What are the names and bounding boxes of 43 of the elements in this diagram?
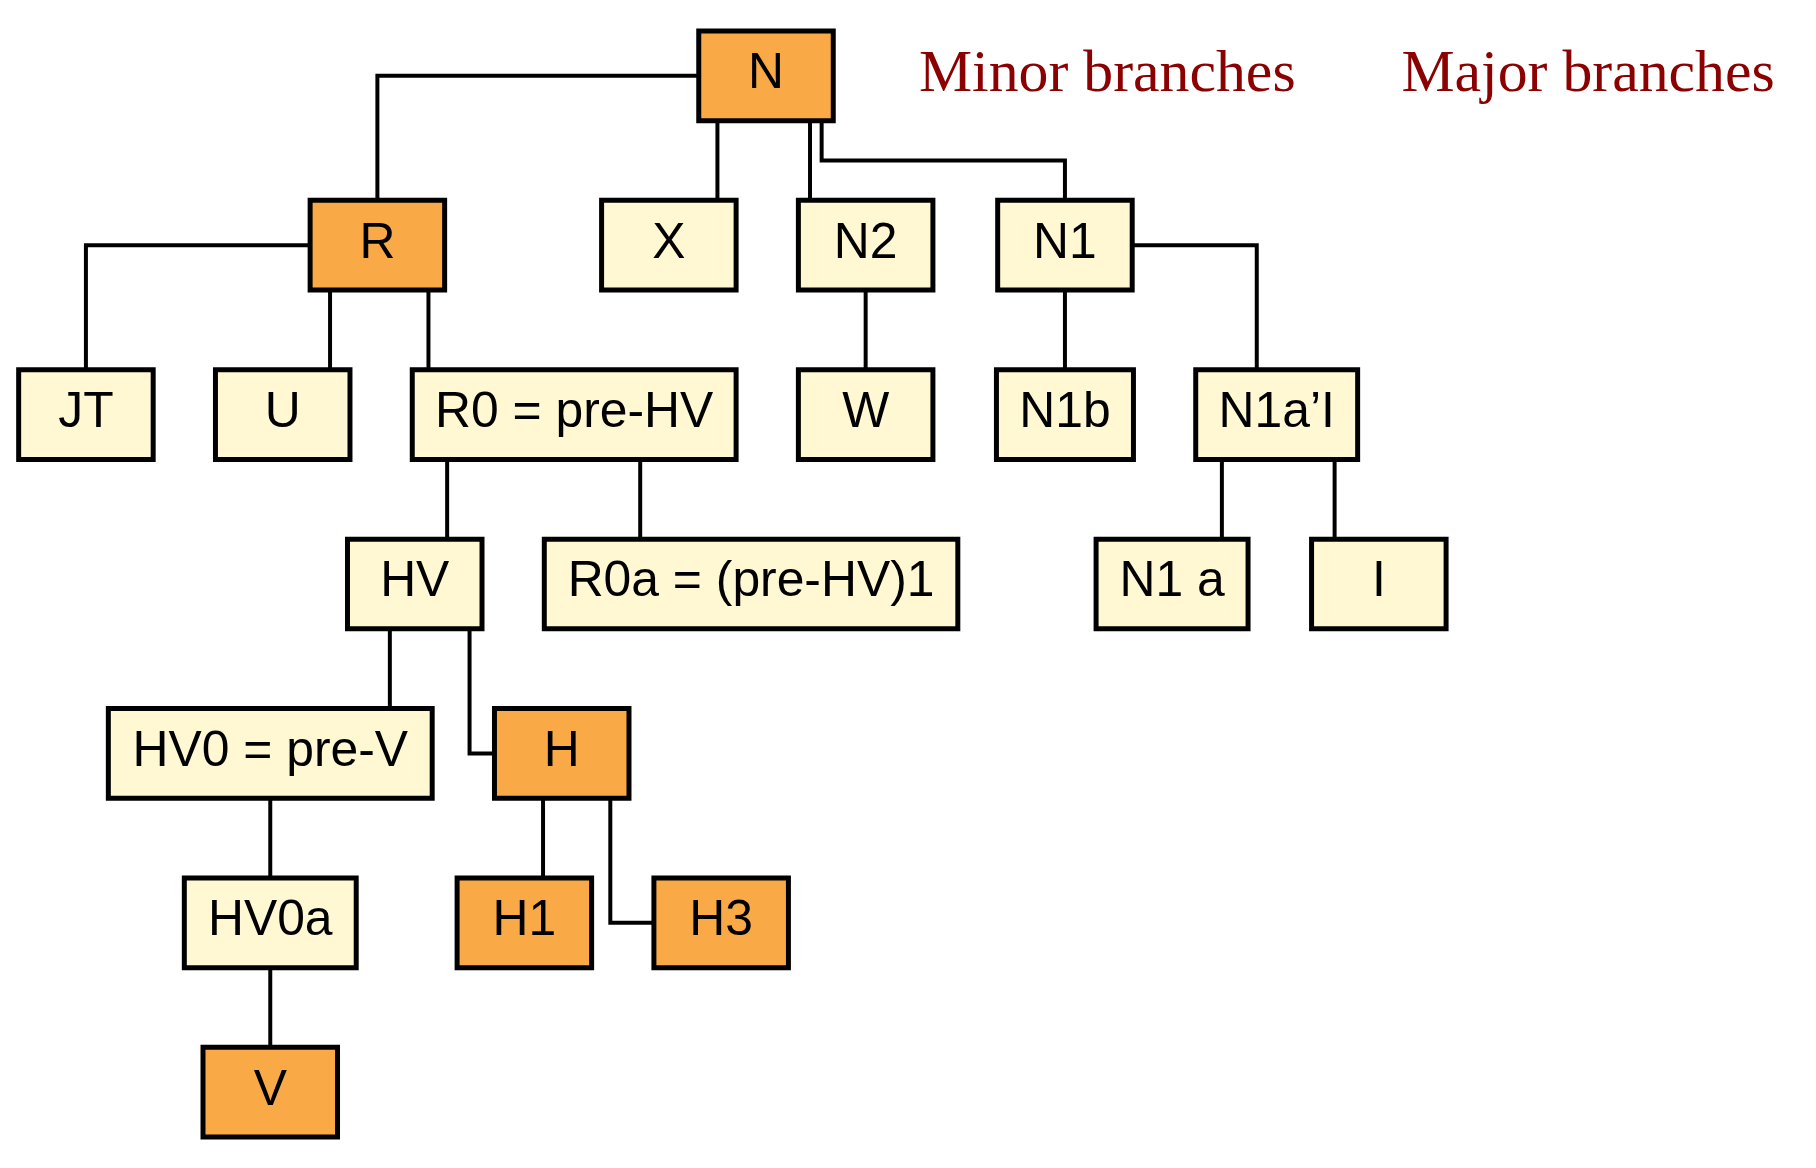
connector — [1133, 243, 1259, 370]
node-box: N — [696, 28, 836, 124]
node-box: HV0 = pre-V — [105, 706, 435, 801]
connector — [715, 121, 720, 200]
label: Major branches — [1401, 38, 1775, 105]
connector — [426, 290, 431, 370]
connector — [445, 460, 450, 539]
connector — [328, 290, 333, 370]
connector — [1062, 290, 1067, 370]
node-box: R — [307, 197, 448, 293]
node-box: H — [492, 706, 632, 801]
node-box: JT — [16, 367, 156, 462]
node-box: HV — [345, 536, 485, 632]
node-box: N1b — [993, 367, 1136, 462]
connector — [268, 798, 273, 878]
connector — [387, 629, 392, 708]
node-box: I — [1309, 536, 1449, 632]
node-box: V — [200, 1044, 340, 1140]
node-box: N1 a — [1093, 536, 1251, 632]
node-box: U — [212, 367, 353, 462]
connector — [808, 121, 812, 200]
connector — [541, 798, 546, 878]
connector — [638, 460, 643, 539]
node-box: H3 — [651, 875, 791, 971]
connector — [863, 290, 868, 370]
label: Minor branches — [918, 38, 1296, 105]
node-box: W — [795, 367, 936, 462]
connector — [1219, 460, 1224, 539]
node-box: HV0a — [181, 875, 359, 971]
connector — [1332, 460, 1337, 539]
connector — [268, 968, 273, 1047]
node-box: R0 = pre-HV — [409, 367, 739, 462]
connector — [375, 73, 699, 200]
connector — [819, 121, 1067, 200]
connector — [83, 243, 310, 370]
node-box: N2 — [795, 197, 936, 293]
node-box: N1a’I — [1193, 367, 1361, 462]
node-box: R0a = (pre-HV)1 — [541, 536, 961, 632]
connector — [467, 629, 494, 756]
node-box: N1 — [995, 197, 1135, 293]
connector — [608, 798, 654, 925]
node-box: X — [599, 197, 739, 293]
node-box: H1 — [454, 875, 595, 971]
